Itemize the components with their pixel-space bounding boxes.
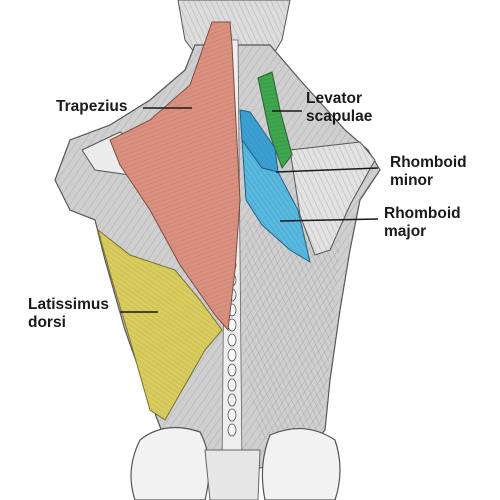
pelvis xyxy=(130,426,341,500)
rhomboid-minor-label-line-1: Rhomboid xyxy=(390,154,467,171)
latissimus-dorsi-muscle xyxy=(97,228,223,421)
rhomboid-minor-leader-line xyxy=(275,167,379,173)
trapezius-muscle xyxy=(109,21,241,332)
levator-scapulae-label: Levator scapulae xyxy=(306,90,372,126)
rhomboid-major-label-line-2: major xyxy=(384,223,427,240)
levator-scapulae-label-line-1: Levator xyxy=(306,90,362,107)
latissimus-dorsi-label: Latissimus dorsi xyxy=(28,296,109,332)
rhomboid-major-label-line-1: Rhomboid xyxy=(384,205,461,222)
rhomboid-major-muscle xyxy=(241,138,311,264)
trapezius-label-line-1: Trapezius xyxy=(56,98,128,115)
rhomboid-minor-label: Rhomboid minor xyxy=(390,154,467,190)
latissimus-dorsi-label-line-1: Latissimus xyxy=(28,296,109,313)
rhomboid-minor-label-line-2: minor xyxy=(390,172,434,189)
levator-scapulae-label-line-2: scapulae xyxy=(306,108,373,125)
levator-scapulae-muscle xyxy=(257,71,293,170)
rhomboid-major-label: Rhomboid major xyxy=(384,205,461,241)
trapezius-label: Trapezius xyxy=(56,98,128,116)
latissimus-dorsi-label-line-2: dorsi xyxy=(28,314,66,331)
leader-lines xyxy=(120,107,379,313)
rhomboid-major-leader-line xyxy=(279,218,379,222)
